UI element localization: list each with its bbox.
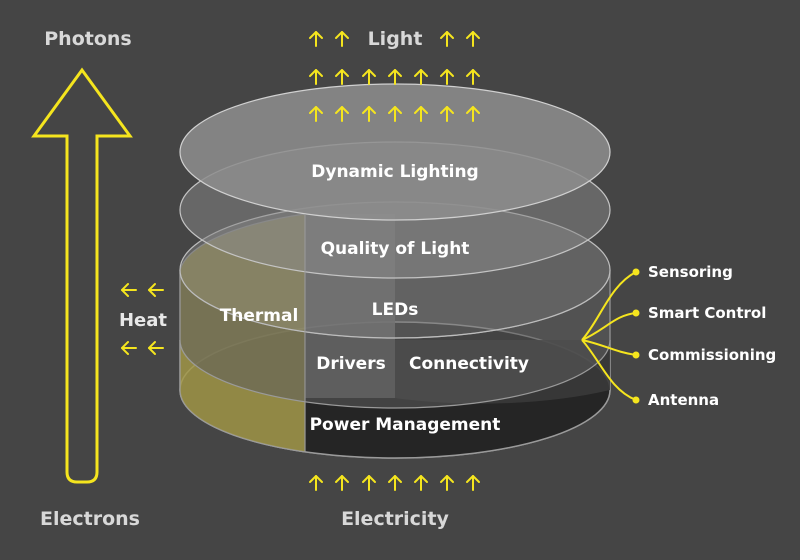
connectivity-branches [581,271,637,401]
antenna-label: Antenna [648,391,719,409]
commissioning-label: Commissioning [648,346,776,364]
thermal-label: Thermal [220,306,299,326]
cylinder-stack [179,83,611,459]
heat-arrows-top [121,283,164,297]
dynamic-lighting-label: Dynamic Lighting [311,162,478,182]
light-arrows [309,31,480,122]
smart-control-label: Smart Control [648,304,766,322]
sensoring-label: Sensoring [648,263,733,281]
heat-label: Heat [119,310,167,331]
electrons-label: Electrons [40,508,140,530]
electricity-arrows [309,475,480,491]
energy-conversion-arrow [31,67,133,484]
electricity-label: Electricity [341,508,449,530]
drivers-label: Drivers [316,354,385,374]
light-label: Light [368,28,423,50]
quality-of-light-label: Quality of Light [321,239,470,259]
connectivity-dots [632,268,640,404]
dynamic-lighting-layer [179,83,611,221]
power-management-label: Power Management [310,415,501,435]
leds-label: LEDs [372,300,419,320]
heat-arrows-bottom [121,341,164,355]
connectivity-label: Connectivity [409,354,529,374]
photons-label: Photons [44,28,131,50]
